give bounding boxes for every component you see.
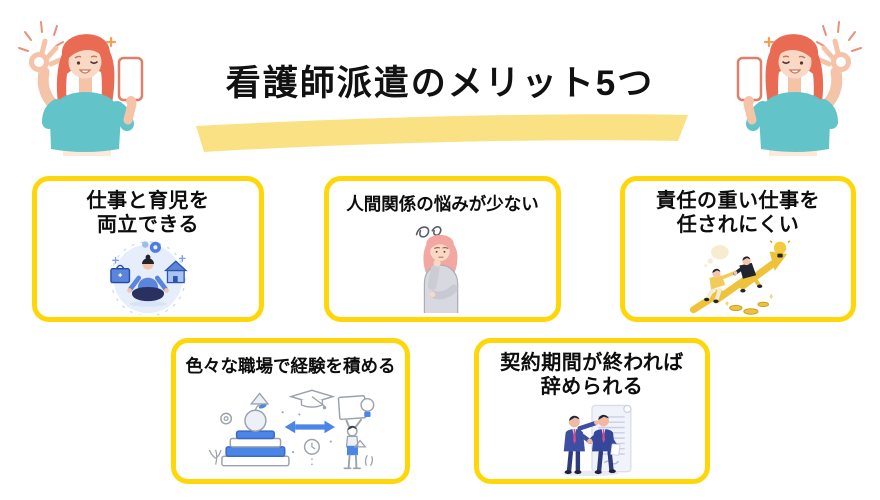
title-highlight-brush bbox=[196, 114, 688, 152]
benefit-label: 人間関係の悩みが少ない bbox=[346, 194, 539, 214]
benefit-label: 契約期間が終われば 辞められる bbox=[500, 352, 684, 399]
benefit-label: 責任の重い仕事を 任されにくい bbox=[656, 190, 820, 237]
benefit-label: 仕事と育児を 両立できる bbox=[86, 190, 210, 237]
page-title: 看護師派遣のメリット5つ bbox=[225, 64, 655, 103]
climbing-arrow-teamwork-illustration bbox=[625, 238, 851, 317]
benefit-label: 色々な職場で経験を積める bbox=[185, 356, 396, 376]
benefit-card-4: 色々な職場で経験を積める bbox=[171, 338, 410, 484]
businessmen-handshake-contract-illustration bbox=[479, 400, 705, 479]
benefit-card-5: 契約期間が終われば 辞められる bbox=[474, 338, 710, 484]
benefit-card-2: 人間関係の悩みが少ない bbox=[324, 176, 561, 322]
meditation-work-life-illustration bbox=[37, 238, 259, 317]
benefit-card-1: 仕事と育児を 両立できる bbox=[32, 176, 264, 322]
thinking-woman-illustration bbox=[329, 215, 556, 317]
benefit-card-3: 責任の重い仕事を 任されにくい bbox=[620, 176, 856, 322]
learning-books-experience-illustration bbox=[176, 377, 405, 479]
